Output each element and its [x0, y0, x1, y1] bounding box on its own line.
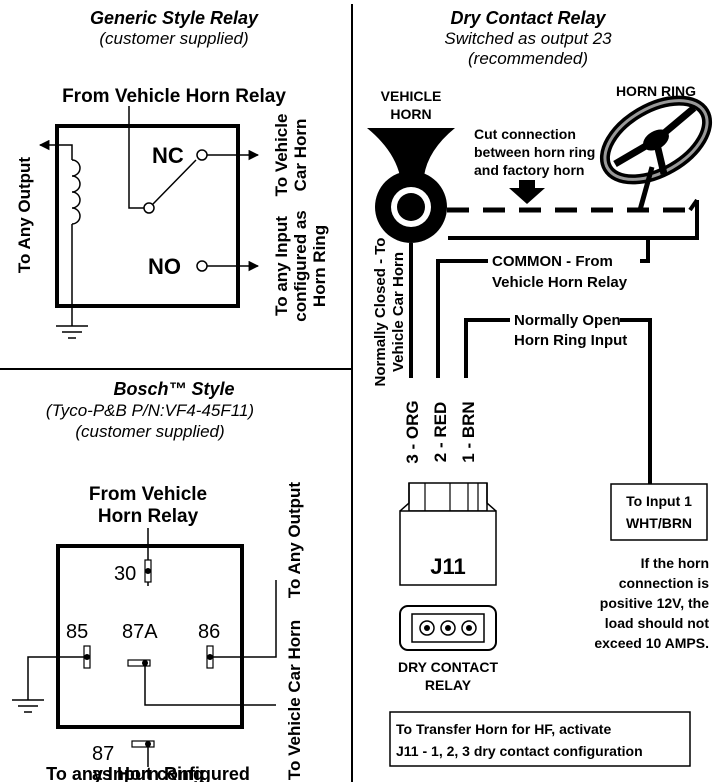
note-line-4: load should not [605, 615, 710, 631]
transfer-horn-box [389, 711, 691, 767]
horn-ring-wire-join [688, 198, 699, 212]
generic-from-label: From Vehicle Horn Relay [62, 86, 286, 107]
wire-common-tail [640, 238, 650, 263]
bosch-pin-85: 85 [66, 621, 88, 643]
bosch-title: Bosch™ Style [113, 379, 234, 399]
transfer-line-1: To Transfer Horn for HF, activate [396, 721, 611, 737]
bosch-to-vehicle-car-horn: To Vehicle Car Horn [285, 620, 304, 780]
generic-coil-icon [71, 159, 81, 225]
bosch-pin87a-wire [144, 663, 276, 706]
generic-common-contact [143, 202, 155, 214]
cut-connection-1: Cut connection [474, 126, 576, 142]
bosch-relay-box [56, 544, 244, 729]
bosch-pin-86: 86 [198, 621, 220, 643]
vehicle-horn-label-2: HORN [390, 106, 431, 122]
bosch-pin-30: 30 [114, 563, 136, 585]
bosch-from-1: From Vehicle [89, 484, 207, 505]
generic-to-input-1: To any Input [272, 216, 291, 316]
generic-no-contact [196, 260, 208, 272]
note-line-2: connection is [619, 575, 709, 591]
bosch-pin-87a: 87A [122, 621, 158, 643]
horn-ring-wire [448, 200, 699, 240]
generic-no-label: NO [148, 254, 181, 279]
dry-contact-section: Dry Contact Relay Switched as output 23 … [367, 8, 713, 767]
dry-subtitle-1: Switched as output 23 [444, 29, 612, 48]
bosch-pin30-dot [145, 568, 151, 574]
generic-nc-label: NC [152, 143, 184, 168]
cut-arrow-icon [509, 180, 545, 204]
note-line-1: If the horn [641, 555, 709, 571]
generic-ground-icon [56, 325, 88, 339]
generic-from-wire [128, 106, 145, 209]
note-line-3: positive 12V, the [600, 595, 709, 611]
cut-connection-3: and factory horn [474, 162, 584, 178]
vehicle-horn-label-1: VEHICLE [381, 88, 442, 104]
normally-closed-1: Normally Closed - To [372, 238, 389, 387]
vehicle-horn-icon [367, 128, 455, 243]
to-input-1-line-2: WHT/BRN [626, 515, 692, 531]
j11-label: J11 [430, 554, 466, 579]
generic-to-vehicle-1: To Vehicle [272, 114, 291, 197]
horn-ring-label: HORN RING [616, 83, 696, 99]
transfer-line-2: J11 - 1, 2, 3 dry contact configuration [396, 743, 643, 759]
bosch-pin85-dot [84, 654, 90, 660]
generic-subtitle: (customer supplied) [99, 29, 248, 48]
wire-1-brn [464, 318, 510, 378]
common-label-1: COMMON - From [492, 253, 613, 270]
bosch-pin86-wire [213, 580, 277, 658]
bosch-pin87a-terminal [127, 659, 151, 667]
bosch-relay-section: Bosch™ Style (Tyco-P&B P/N:VF4-45F11) (c… [12, 379, 304, 782]
dry-relay-label-2: RELAY [425, 677, 472, 693]
normally-open-2: Horn Ring Input [514, 332, 627, 349]
bosch-pin87-terminal [131, 740, 155, 748]
normally-open-1: Normally Open [514, 312, 621, 329]
dry-title: Dry Contact Relay [450, 8, 606, 28]
generic-to-input-3: Horn Ring [310, 225, 329, 307]
generic-relay-section: Generic Style Relay (customer supplied) … [15, 8, 329, 339]
generic-relay-box [55, 124, 240, 308]
wire-label-3-org: 3 - ORG [403, 400, 422, 463]
j11-connector-icon [399, 482, 497, 586]
bosch-bottom-1: To any Input configured [46, 764, 250, 782]
to-input-1-line-1: To Input 1 [626, 493, 692, 509]
wire-label-2-red: 2 - RED [431, 402, 450, 462]
bosch-subtitle: (customer supplied) [75, 422, 224, 441]
dry-contact-relay-icon [399, 605, 497, 651]
wire-label-1-brn: 1 - BRN [459, 401, 478, 462]
dry-subtitle-2: (recommended) [468, 49, 588, 68]
bosch-from-2: Horn Relay [98, 506, 199, 527]
to-input-1-box [610, 483, 708, 541]
cut-connection-2: between horn ring [474, 144, 595, 160]
normally-closed-2: Vehicle Car Horn [390, 252, 407, 372]
bosch-pin86-dot [207, 654, 213, 660]
generic-to-any-output: To Any Output [15, 157, 34, 273]
generic-to-vehicle-2: Car Horn [291, 119, 310, 192]
generic-switch-arm [152, 159, 197, 205]
generic-coil-top-wire [38, 139, 73, 160]
wire-no-tail [620, 318, 652, 484]
generic-to-input-2: configured as [291, 210, 310, 321]
generic-title: Generic Style Relay [90, 8, 259, 28]
wire-2-red [436, 259, 488, 378]
common-label-2: Vehicle Horn Relay [492, 274, 628, 291]
bosch-pin85-wire [27, 656, 84, 700]
horn-ring-steering-wheel-icon [599, 95, 713, 211]
bosch-to-any-output: To Any Output [285, 482, 304, 598]
bosch-part-number: (Tyco-P&B P/N:VF4-45F11) [46, 401, 254, 420]
bosch-bottom-2: as Horn Ring [92, 764, 204, 782]
dry-relay-label-1: DRY CONTACT [398, 659, 499, 675]
note-line-5: exceed 10 AMPS. [594, 635, 709, 651]
bosch-pin-87: 87 [92, 743, 114, 765]
bosch-ground-icon [12, 699, 44, 713]
generic-nc-contact [196, 149, 208, 161]
